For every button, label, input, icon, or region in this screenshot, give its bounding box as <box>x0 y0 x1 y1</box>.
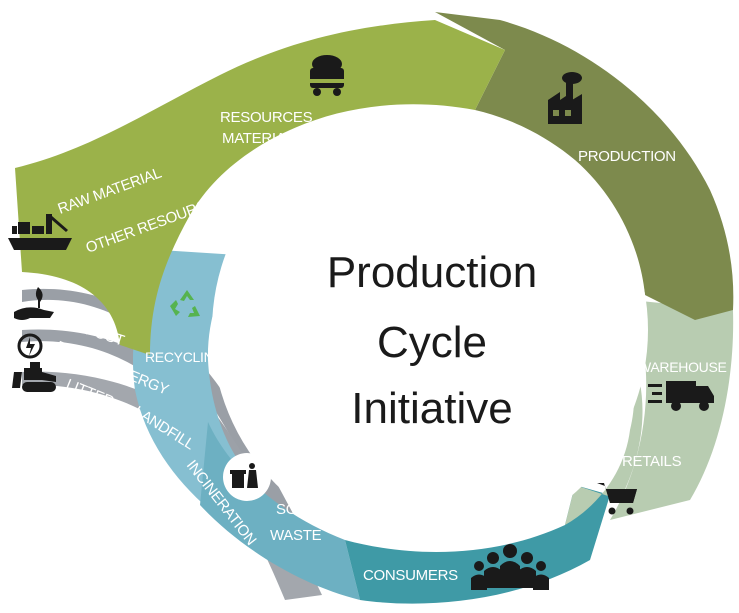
center-title-line3: Initiative <box>351 384 512 433</box>
trash-bin-icon <box>223 453 271 501</box>
segment-production <box>435 12 734 320</box>
truck-icon <box>648 381 714 411</box>
label-warehouse: WAREHOUSE <box>638 359 727 375</box>
factory-icon <box>548 72 582 124</box>
people-icon <box>471 544 549 590</box>
plant-hand-icon <box>14 287 54 320</box>
segment-sort-waste <box>200 422 360 600</box>
label-sort-waste-line2: WASTE <box>270 527 322 544</box>
center-circle <box>212 112 648 548</box>
label-recycling: RECYCLING <box>145 349 224 365</box>
coal-cart-icon <box>306 55 348 96</box>
label-resources-line2: MATERIAL <box>222 130 294 147</box>
label-production: PRODUCTION <box>578 148 676 165</box>
label-consumers: CONSUMERS <box>363 567 458 584</box>
recycle-icon <box>170 290 200 317</box>
label-sort-waste-line1: SORT <box>276 501 316 518</box>
center-title-line2: Cycle <box>377 318 487 367</box>
label-retails: RETAILS <box>622 453 682 470</box>
segment-resources <box>15 20 505 355</box>
label-resources-line1: RESOURCES <box>220 109 313 126</box>
ship-icon <box>8 214 72 250</box>
center-title-line1: Production <box>327 248 537 297</box>
segment-warehouse-retails <box>565 300 734 525</box>
cart-icon <box>597 483 637 515</box>
energy-icon <box>17 333 43 359</box>
bulldozer-icon <box>12 362 56 392</box>
segment-consumers <box>345 485 610 604</box>
